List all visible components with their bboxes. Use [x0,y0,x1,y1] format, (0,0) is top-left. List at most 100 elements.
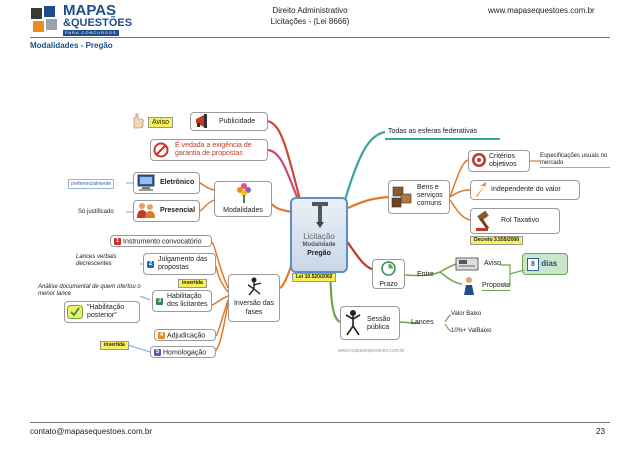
modalidades-label: Modalidades [223,207,263,214]
badge-1: 1 [114,238,121,245]
publicidade-node[interactable]: Publicidade [190,112,268,131]
dias-calendar-icon: 8 [527,257,539,271]
connector-entre [404,271,441,277]
sessao-label: Sessão pública [367,316,391,331]
no-icon [153,142,169,158]
footer-email[interactable]: contato@mapasequestoes.com.br [30,427,152,436]
people-icon [137,203,155,218]
connector-valor [444,314,452,323]
t-icon [312,202,328,228]
connector-criterios [449,159,469,198]
julgamento-node[interactable]: 2 Julgamento das propostas [143,253,216,275]
connector-fases [211,241,229,289]
center-line2: Modalidade [302,242,336,248]
badge-4: 4 [158,332,165,339]
connector-rol [449,199,471,221]
center-tag: Lei 10.520/2002 [292,273,337,282]
logo-text-1: MAPAS [63,2,117,19]
invertida-tag-1: invertida [178,279,207,288]
acrobat-icon [247,277,262,296]
section-title: Modalidades - Pregão [30,41,113,50]
center-node[interactable]: Licitação Modalidade Pregão [290,197,348,273]
valor-baixo-label: Valor Baixo [451,311,482,317]
logo-mark [31,6,57,32]
invertida-tag-2: invertida [100,341,129,350]
logo-text-2: &QUESTÕES [63,17,133,29]
footer-rule [30,422,610,423]
presencial-label: Presencial [160,207,196,214]
habilitacao-posterior-node[interactable]: "Habilitação posterior" [64,301,140,323]
megaphone-icon [196,114,207,128]
connector-lances [399,321,421,324]
header-subject: Direito Administrativo [272,6,348,15]
independente-node[interactable]: Independente do valor [470,180,580,200]
bens-node[interactable]: Bens e serviços comuns [388,180,450,214]
check-icon [67,305,83,319]
esferas-node[interactable]: Todas as esferas federativas [385,126,500,140]
connector-eletronico [199,182,215,191]
connector-fases2 [215,265,229,293]
connector-proposta [439,271,463,285]
connector-independente [449,189,471,198]
connector-fases4 [215,299,229,337]
habilitacao-posterior-label: "Habilitação posterior" [87,304,125,319]
connector-presencial [199,199,215,212]
badge-5: 5 [154,349,161,356]
bens-label: Bens e serviços comuns [417,184,443,207]
especificacoes-label: Especificações usuais no mercado [540,153,610,168]
rol-label: Rol Taxativo [501,217,540,224]
lances-verbais-label: Lances verbais decrescentes [76,254,117,267]
lances-label: Lances [411,319,434,326]
dias-label: dias [541,259,558,268]
vedada-node[interactable]: É vedada a exigência de garantia de prop… [150,139,268,161]
connector-prazo [345,239,376,272]
watermark: www.mapasequestoes.com.br [338,348,405,354]
julgamento-label: Julgamento das propostas [158,256,208,271]
connector-esferas [343,130,386,201]
entre-label: Entre [417,271,434,278]
publicidade-label: Publicidade [219,118,256,125]
proposta-label: Proposta [482,282,511,291]
criterios-label: Critérios objetivos [489,153,517,168]
bracket-connector [500,264,524,286]
header-rule [30,37,610,38]
inversao-label: Inversão das fases [233,300,275,316]
target-icon [472,153,486,167]
badge-2: 2 [147,261,154,268]
preferencialmente-label: preferencialmente [68,179,115,189]
eletronico-label: Eletrônico [160,179,195,186]
adjudicacao-label: Adjudicação [167,332,206,340]
decreto-tag: Decreto 3.555/2000 [470,236,524,245]
independente-label: Independente do valor [491,186,561,193]
connector-fases5 [213,301,229,353]
logo: MAPAS &QUESTÕES PARA CONCURSOS [30,2,133,39]
aviso2-label: Aviso [484,260,501,267]
connector-vedada [267,148,302,206]
aviso-tag: Aviso [148,117,173,128]
clock-icon [381,261,396,276]
logo-text-3: PARA CONCURSOS [63,30,119,36]
homologacao-label: Homologação [163,349,207,357]
hand-icon [133,113,144,129]
instrumento-label: Instrumento convocatório [123,238,202,246]
dias-node[interactable]: 8 dias [522,253,568,275]
header-website[interactable]: www.mapasequestoes.com.br [488,6,595,15]
sessao-node[interactable]: Sessão pública [340,306,400,340]
connector-modalidades [271,203,293,214]
center-title: Licitação [303,232,335,241]
arrow-up-icon [476,182,486,197]
connector-valbaixo [444,323,452,332]
newspaper-icon [455,257,479,271]
boxes-icon [391,186,412,208]
header-topic: Licitações - (Lei 8666) [270,17,350,26]
footer-page-number: 23 [596,427,605,436]
connector-bens [347,195,389,209]
prazo-label: Prazo [379,281,398,288]
badge-3: 3 [156,298,163,305]
gavel-icon [476,210,490,231]
